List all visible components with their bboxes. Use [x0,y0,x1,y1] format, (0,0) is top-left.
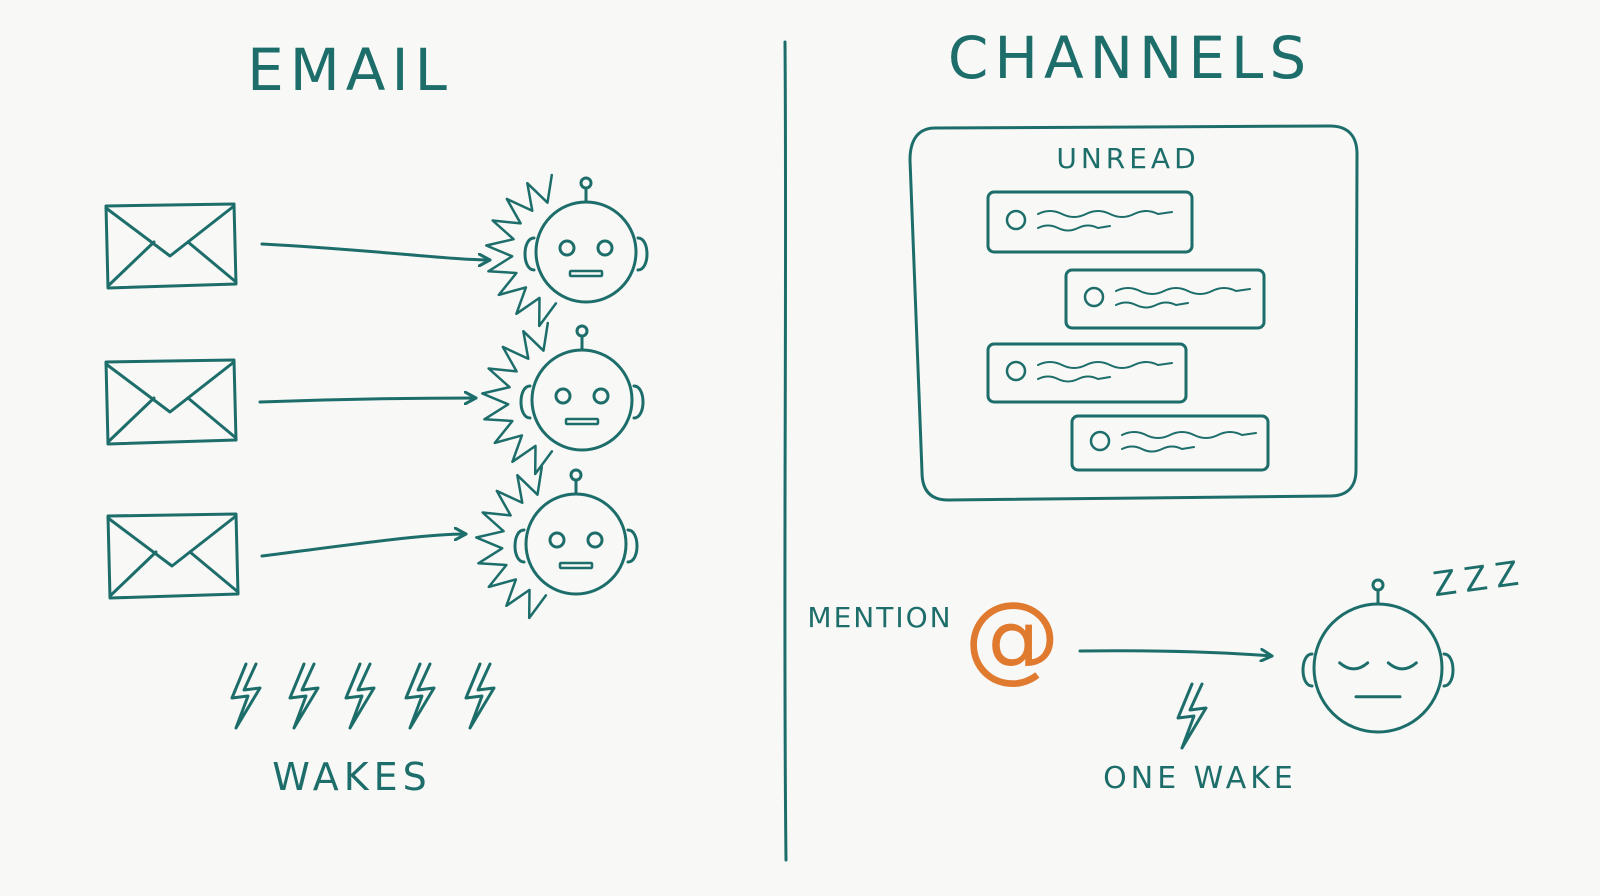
mention-label: MENTION [807,601,952,634]
impact-burst [485,173,558,328]
message-avatar [1005,209,1027,231]
robot-eye-left [554,387,572,405]
robot-eye-left [548,531,566,549]
message-icon [986,190,1194,254]
robot-ear-left [519,384,532,420]
robot-mouth [568,269,604,278]
envelope-fold [106,240,238,288]
robot-ear-right [632,384,645,420]
envelope-icon [106,512,240,600]
message-text-line [1037,210,1173,218]
envelope-body [106,512,240,600]
robot-ear-right [636,236,649,272]
robot-eye-right [592,387,610,405]
robot-ear-left [523,236,536,272]
unread-panel: UNREAD [908,124,1359,502]
lightning-bolt-icon [1176,682,1208,750]
lightning-bolt-icon [1176,682,1208,750]
envelope-flap [104,204,236,258]
robot-sleeping-icon [1301,578,1455,734]
email-arrow [258,398,478,402]
robot-awake-icon [523,176,649,304]
email-row [104,321,645,476]
robot-eye-closed-right [1386,661,1418,671]
robot-awake-icon [513,468,639,596]
robot-antenna-tip [575,324,589,338]
message-icon [1070,414,1270,472]
message-icon [986,342,1188,404]
robot-mouth [564,417,600,426]
message-avatar [1005,360,1027,382]
robot-head [524,492,628,596]
robot-ear-left [1301,652,1314,688]
lightning-bolt-icon [404,662,436,730]
impact-burst [475,465,548,620]
robot-antenna-tip [1371,578,1385,592]
lightning-bolt-icon [288,662,320,730]
message-text-line [1115,287,1251,295]
email-title: EMAIL [247,36,453,104]
robot-sleeping-icon [1301,578,1455,734]
one-wake-label: ONE WAKE [1103,761,1297,796]
robot-awake-icon [519,324,645,452]
envelope-fold [108,550,240,598]
robot-antenna-tip [579,176,593,190]
robot-ear-left [513,528,526,564]
email-arrow [260,534,468,558]
impact-burst [481,321,554,476]
email-row [104,173,649,328]
envelope-fold [106,396,238,444]
robot-eye-closed-left [1338,661,1370,671]
at-sign-icon: @ [964,581,1060,693]
robot-head [1312,602,1444,734]
envelope-icon [104,358,238,446]
robot-ear-right [626,528,639,564]
robot-eye-left [558,239,576,257]
section-divider [783,40,788,862]
robot-antenna-tip [569,468,583,482]
message-avatar [1089,430,1111,452]
envelope-flap [106,514,238,568]
robot-head [534,200,638,304]
email-arrow [260,242,492,260]
wake-bolts [230,662,496,730]
channels-title: CHANNELS [948,24,1312,92]
message-text-line [1037,224,1111,232]
message-card [1064,268,1266,330]
message-text-line [1121,431,1257,439]
message-cards [986,190,1270,472]
message-text-line [1037,361,1173,369]
robot-ear-right [1442,652,1455,688]
lightning-bolt-icon [344,662,376,730]
unread-title: UNREAD [1056,142,1199,175]
wakes-label: WAKES [272,755,432,799]
envelope-icon [104,202,238,290]
message-icon [1064,268,1266,330]
robot-head [530,348,634,452]
email-rows [104,173,649,620]
message-text-line [1115,301,1189,309]
message-card [986,190,1194,254]
lightning-bolt-icon [230,662,262,730]
lightning-bolt-icon [464,662,496,730]
robot-mouth [558,561,594,570]
message-card [1070,414,1270,472]
robot-eye-right [596,239,614,257]
robot-eye-right [586,531,604,549]
envelope-body [104,358,238,446]
message-text-line [1037,375,1111,383]
sleep-zzz: ZZZ [1431,553,1530,606]
message-card [986,342,1188,404]
message-avatar [1083,286,1105,308]
mention-arrow [1078,651,1274,656]
message-text-line [1121,445,1195,453]
envelope-body [104,202,238,290]
email-row [106,465,639,620]
envelope-flap [104,360,236,414]
